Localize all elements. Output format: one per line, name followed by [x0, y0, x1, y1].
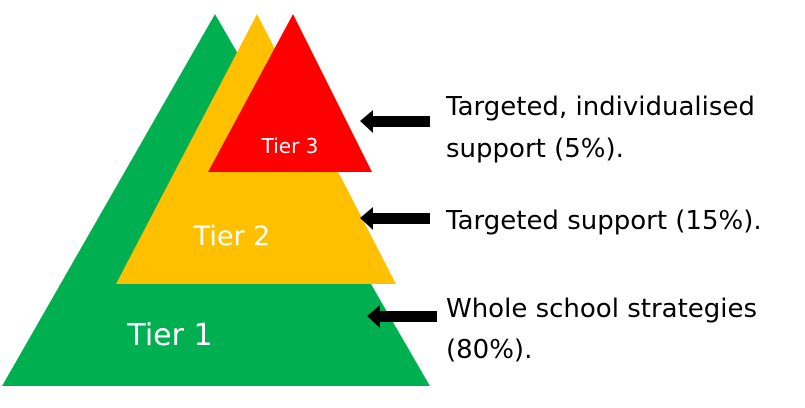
left-arrow-icon [360, 110, 430, 133]
left-arrow-icon [367, 305, 437, 328]
left-arrow-icon [360, 207, 430, 230]
tier-3-description-line-2: support (5%). [446, 134, 624, 164]
tier-2-description-line-1: Targeted support (15%). [445, 206, 762, 236]
tier-3-group: Tier 3 [208, 14, 372, 172]
arrow-tier-1 [367, 305, 437, 328]
arrow-tier-2 [360, 207, 430, 230]
tier-1-description-line-2: (80%). [446, 335, 532, 365]
tier-3-triangle [208, 14, 372, 172]
arrow-tier-3 [360, 110, 430, 133]
tier-1-description-line-1: Whole school strategies [446, 294, 757, 324]
tier-3-description: Targeted, individualised support (5%). [445, 92, 755, 164]
tier-1-label: Tier 1 [126, 318, 212, 353]
tier-2-label: Tier 2 [193, 221, 271, 252]
tier-3-label: Tier 3 [261, 134, 319, 158]
tier-2-description: Targeted support (15%). [445, 206, 762, 236]
tier-3-description-line-1: Targeted, individualised [445, 92, 755, 122]
tier-1-description: Whole school strategies (80%). [446, 294, 757, 365]
